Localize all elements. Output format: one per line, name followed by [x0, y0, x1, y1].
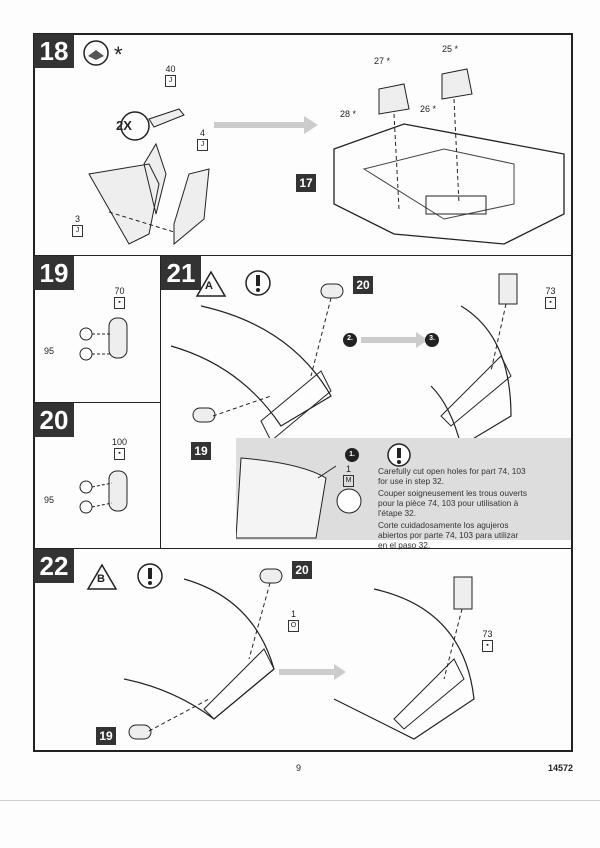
ref-step-badge: 20 — [292, 561, 312, 579]
step-20-drawing — [79, 470, 128, 514]
page-number: 9 — [296, 763, 302, 773]
step-20-panel: 20 100▪ 95 — [33, 402, 161, 549]
step-number: 19 — [34, 256, 74, 290]
step-19-drawing — [79, 317, 128, 361]
part-callout: 25 * — [442, 44, 459, 54]
part-callout: 28 * — [340, 109, 357, 119]
ref-step-badge: 19 — [96, 727, 116, 745]
substep-label: 2. — [347, 335, 353, 342]
part-callout: 95 — [44, 495, 55, 505]
multiplier-circle — [120, 111, 150, 141]
part-callout: 27 * — [374, 56, 391, 66]
paint-ref-label: A — [205, 280, 213, 292]
note-spanish: Corte cuidadosamente los agujeros abiert… — [378, 520, 519, 550]
seat-paint-icon — [83, 40, 109, 66]
scan-edge — [0, 800, 600, 801]
ref-step-badge: 20 — [353, 276, 373, 294]
part-callout: 73▪ — [482, 629, 493, 652]
warning-icon — [245, 270, 271, 296]
step-number: 18 — [34, 34, 74, 68]
multiplier-label: 2X — [116, 118, 132, 133]
part-callout: 95 — [44, 346, 55, 356]
ref-step-badge: 19 — [191, 442, 211, 460]
warning-icon — [137, 563, 163, 589]
note-drawing — [236, 443, 411, 539]
step-22-drawing — [86, 563, 475, 740]
step-number: 21 — [161, 256, 201, 290]
step-19-panel: 19 70▪ 95 — [33, 255, 161, 403]
note-english: Carefully cut open holes for part 74, 10… — [378, 466, 526, 486]
optional-asterisk: * — [114, 42, 123, 67]
part-callout: 100▪ — [112, 437, 127, 460]
part-callout: 70▪ — [114, 286, 125, 309]
step-21-drawing — [170, 270, 518, 447]
kit-number: 14572 — [548, 763, 574, 773]
paint-ref-label: B — [97, 573, 105, 585]
part-callout: 26 * — [420, 104, 437, 114]
ref-step-badge: 17 — [296, 174, 316, 192]
step-number: 22 — [34, 549, 74, 583]
step-number: 20 — [34, 403, 74, 437]
step-18-drawing — [83, 40, 565, 246]
note-french: Couper soigneusement les trous ouverts p… — [378, 488, 527, 518]
substep-label: 1. — [349, 451, 355, 458]
knife-icon — [336, 488, 362, 514]
part-callout: 73▪ — [545, 286, 556, 309]
note-text: Carefully cut open holes for part 74, 10… — [378, 466, 528, 552]
substep-label: 3. — [429, 335, 435, 342]
